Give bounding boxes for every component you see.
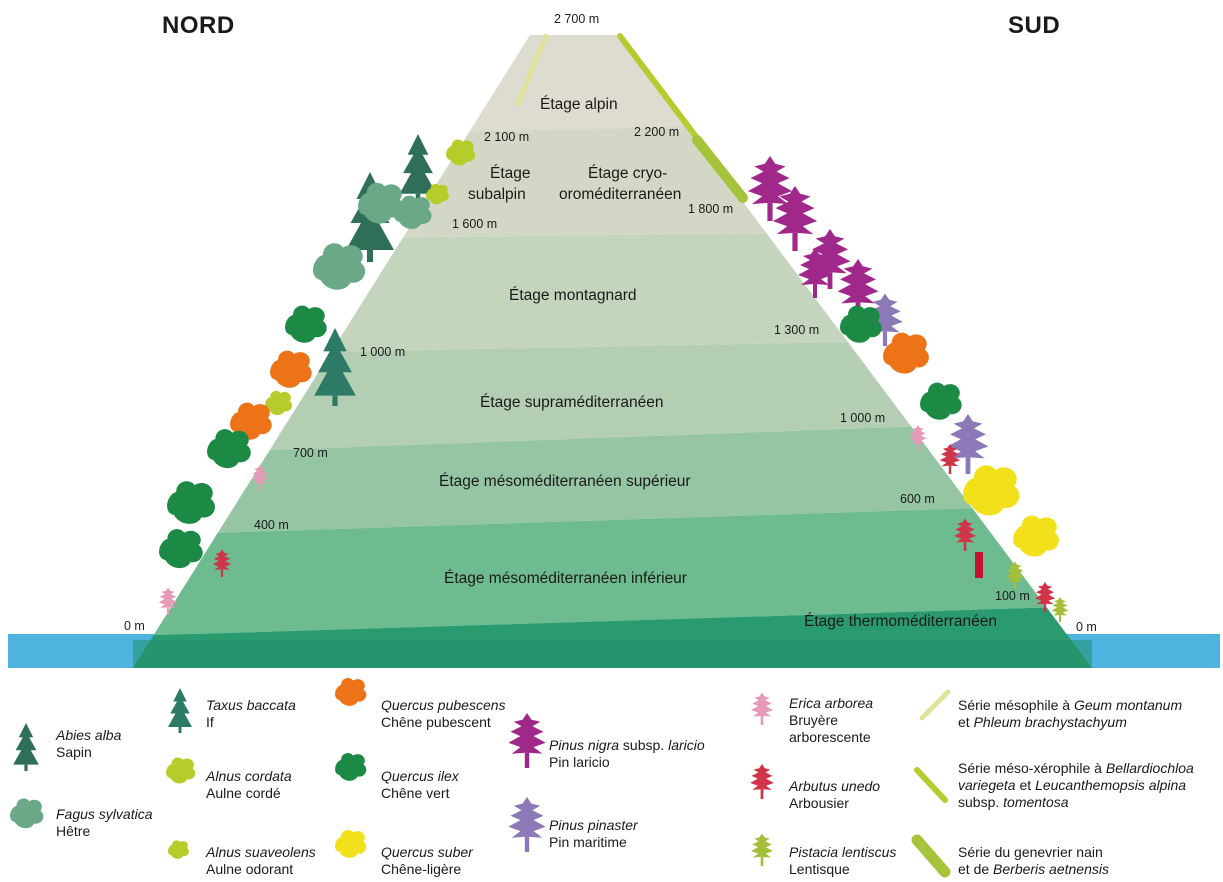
holm-oak-tree [920, 382, 962, 420]
alder-icon [166, 757, 196, 784]
legend-icons [10, 677, 951, 878]
pubescent-oak-tree [270, 350, 312, 388]
legend-pistacia: Pistacia lentiscus Lentisque [789, 844, 897, 877]
legend-serie-geum: Série mésophile à Geum montanum et Phleu… [958, 697, 1183, 730]
altitude-south: 100 m [995, 589, 1030, 603]
legend-alnus-suaveolens: Alnus suaveolens Aulne odorant [206, 844, 316, 877]
altitude-south: 0 m [1076, 620, 1097, 634]
altitude-south: 1 800 m [688, 202, 734, 216]
legend-quercus-ilex: Quercus ilex Chêne vert [381, 768, 459, 801]
laricio-pine [772, 186, 818, 251]
juniper-icon [911, 834, 951, 878]
oak-yellow-icon [335, 829, 367, 858]
holm-oak-tree [167, 481, 215, 524]
holm-oak-tree [207, 429, 251, 469]
altitude-north: 1 600 m [452, 217, 498, 231]
strawberry-tree-icon [750, 764, 774, 799]
altitude-north: 400 m [254, 518, 289, 532]
cork-trunk [975, 552, 983, 578]
altitude-south: 1 000 m [840, 411, 886, 425]
stage-supra: Étage supraméditerranéen [480, 394, 664, 411]
legend-fagus: Fagus sylvatica Hêtre [56, 806, 153, 839]
mountain-base [133, 640, 1092, 668]
legend-quercus-pubescens: Quercus pubescens Chêne pubescent [381, 697, 506, 730]
legend-arbutus: Arbutus unedo Arbousier [789, 778, 881, 811]
belt-meso-inf [133, 500, 1092, 640]
legend-alnus-cordata: Alnus cordata Aulne cordé [206, 768, 292, 801]
pine-laricio-icon [508, 713, 546, 768]
altitude-south: 600 m [900, 492, 935, 506]
beech-tree [313, 243, 366, 290]
stage-thermo: Étage thermoméditerranéen [804, 613, 998, 630]
south-vegetation [747, 156, 1069, 622]
fir-icon [13, 723, 39, 771]
altitude-north: 700 m [293, 446, 328, 460]
stage-cryo-line2: oroméditerranéen [559, 186, 682, 203]
altitude-south: 1 300 m [774, 323, 820, 337]
stage-meso-sup: Étage mésoméditerranéen supérieur [439, 473, 691, 490]
yew-icon [168, 688, 192, 733]
altitude-north: 2 100 m [484, 130, 530, 144]
grass-light-icon [919, 689, 951, 721]
pine-maritime-icon [508, 797, 546, 852]
legend-serie-juniper: Série du genevrier nain et de Berberis a… [958, 844, 1109, 877]
heather-icon [750, 692, 774, 725]
oak-orange-icon [335, 677, 367, 706]
beech-icon [10, 798, 44, 829]
legend-serie-bellardiochloa: Série méso-xérophile à Bellardiochloa va… [958, 760, 1194, 810]
pubescent-oak-tree [883, 332, 929, 374]
series-bellardio-ridge [617, 33, 700, 141]
stage-meso-inf: Étage mésoméditerranéen inférieur [444, 570, 687, 587]
north-title: NORD [162, 12, 235, 39]
altitude-summit: 2 700 m [554, 12, 600, 26]
holm-oak-tree [285, 305, 327, 343]
holm-oak-tree [840, 305, 882, 343]
legend-erica: Erica arborea Bruyère arborescente [789, 695, 874, 745]
cork-oak-tree [1013, 515, 1059, 557]
legend-pinus-nigra: Pinus nigra subsp. laricio Pin laricio [549, 737, 705, 770]
south-title: SUD [1008, 12, 1061, 39]
series-juniper-ridge [692, 135, 748, 203]
stage-alpin: Étage alpin [540, 96, 618, 113]
stage-cryo-line1: Étage cryo- [588, 165, 668, 182]
altitude-north: 0 m [124, 619, 145, 633]
grass-medium-icon [914, 767, 948, 803]
altitude-south: 2 200 m [634, 125, 680, 139]
series-geum-ridge [515, 33, 549, 107]
stage-subalpin-line2: subalpin [468, 186, 526, 203]
mastic-icon [750, 833, 774, 866]
holm-oak-tree [159, 529, 203, 569]
altitude-north: 1 000 m [360, 345, 406, 359]
legend-abies: Abies alba Sapin [56, 727, 122, 760]
alder-small-icon [168, 840, 189, 859]
legend-pinus-pinaster: Pinus pinaster Pin maritime [549, 817, 638, 850]
oak-green-icon [335, 752, 367, 781]
legend-quercus-suber: Quercus suber Chêne-ligère [381, 844, 473, 877]
stage-montagnard: Étage montagnard [509, 287, 637, 304]
legend-taxus: Taxus baccata If [206, 697, 296, 730]
stage-subalpin-line1: Étage [490, 165, 531, 182]
